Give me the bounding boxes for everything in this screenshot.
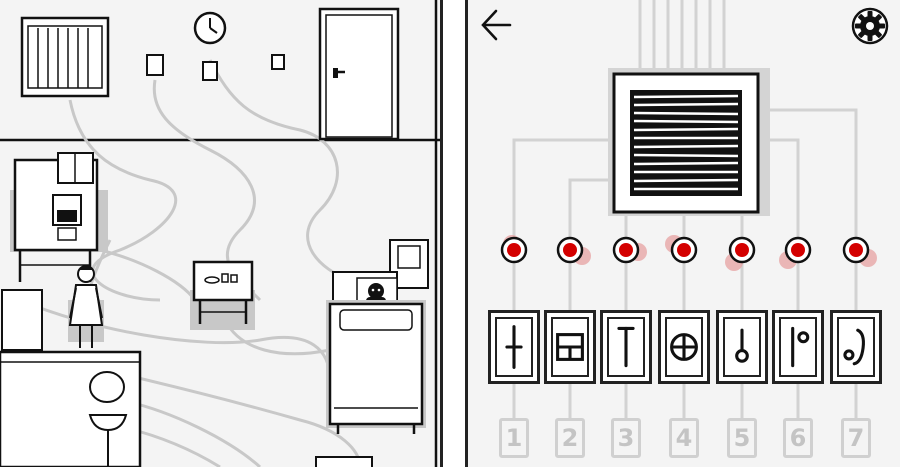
symbol-tile-5[interactable]: [716, 310, 768, 384]
gear-icon: [851, 7, 889, 45]
radiator: [20, 16, 110, 98]
puzzle-panel: 1 2 3 4 5 6 7: [468, 0, 900, 467]
bathroom: [0, 350, 142, 467]
slot-number-6: 6: [783, 418, 813, 458]
room-illustration: [0, 0, 440, 467]
patient[interactable]: [68, 265, 104, 348]
led-button-5[interactable]: [720, 230, 768, 274]
kitchen-counter: [10, 152, 108, 282]
bar-circle-icon: [791, 326, 810, 368]
side-table[interactable]: [190, 260, 255, 330]
back-button[interactable]: [478, 6, 516, 44]
slot-number-5: 5: [727, 418, 757, 458]
slot-number-4: 4: [669, 418, 699, 458]
led-button-6[interactable]: [774, 230, 822, 274]
cross-down-icon: [505, 325, 523, 369]
slot-number-3: 3: [611, 418, 641, 458]
split-square-icon: [556, 333, 584, 361]
symbol-tile-2[interactable]: [544, 310, 596, 384]
symbol-tile-7[interactable]: [830, 310, 882, 384]
settings-button[interactable]: [850, 6, 890, 46]
wall-clock: [193, 11, 227, 45]
slot-number-2: 2: [555, 418, 585, 458]
led-button-7[interactable]: [834, 230, 882, 274]
stem-circle-icon: [735, 328, 749, 363]
bed[interactable]: [326, 300, 426, 434]
room-scene: [0, 0, 440, 467]
wire-diagram: [512, 0, 858, 420]
led-button-3[interactable]: [606, 230, 654, 270]
symbol-tile-4[interactable]: [658, 310, 710, 384]
symbol-tile-3[interactable]: [600, 310, 652, 384]
door[interactable]: [318, 7, 400, 141]
slot-number-7: 7: [841, 418, 871, 458]
led-button-4[interactable]: [662, 230, 710, 270]
circle-cross-icon: [670, 333, 698, 361]
arrow-left-icon: [481, 9, 512, 41]
symbol-tile-6[interactable]: [772, 310, 824, 384]
led-button-1[interactable]: [494, 230, 542, 270]
vent-box[interactable]: [608, 68, 770, 216]
led-button-2[interactable]: [550, 230, 598, 270]
screen-divider: [440, 0, 468, 467]
hook-circle-icon: [843, 328, 865, 366]
symbol-tile-1[interactable]: [488, 310, 540, 384]
slot-number-1: 1: [499, 418, 529, 458]
t-bar-icon: [617, 326, 635, 368]
